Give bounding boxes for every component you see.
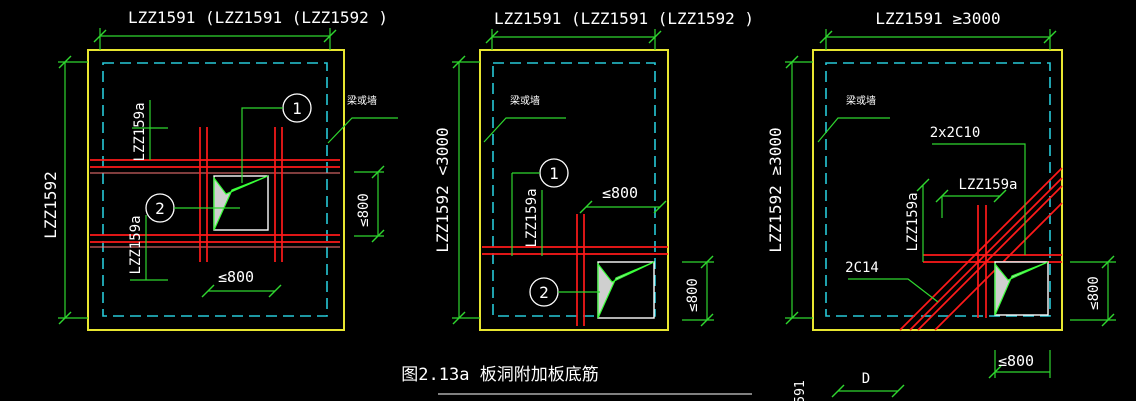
opening-corner-hatch	[213, 175, 269, 231]
top-dimension-label: LZZ1591 (LZZ1591 (LZZ1592 )	[128, 8, 388, 27]
support-dashed-line	[102, 62, 328, 317]
left-dimension-label: LZZ1592 <3000	[433, 127, 452, 252]
right-dimension-label: ≤800	[1086, 276, 1102, 310]
bar-label-bottom: LZZ159a	[128, 215, 144, 274]
reinforcement-label-2x2c10: 2x2C10	[930, 125, 981, 141]
edge-note: 梁或墙	[510, 94, 540, 107]
left-dimension-label: LZZ1592 ≥3000	[766, 127, 785, 252]
callout-2-number: 2	[155, 199, 165, 218]
bar-label-vertical: LZZ159a	[905, 192, 921, 251]
detail-a: LZZ1591 (LZZ1591 (LZZ1592 ) LZZ1592 LZZ1…	[41, 8, 398, 331]
edge-note: 梁或墙	[846, 94, 876, 107]
bottom-dimension-label: ≤800	[218, 268, 254, 286]
slab-outline	[87, 49, 345, 331]
reinforcement-label-2c14: 2C14	[845, 260, 879, 276]
stray-text-591: 591	[793, 380, 808, 401]
right-dimension-label: ≤800	[685, 278, 701, 312]
opening-width-label: ≤800	[602, 184, 638, 202]
bottom-dimension-label: ≤800	[998, 352, 1034, 370]
support-dashed-line	[492, 62, 656, 317]
bar-label: LZZ159a	[524, 188, 540, 247]
top-dimension-label: LZZ1591 (LZZ1591 (LZZ1592 )	[494, 9, 754, 28]
left-dimension-label: LZZ1592	[41, 171, 60, 238]
stray-text-d: D	[862, 371, 870, 387]
slab-outline	[479, 49, 669, 331]
right-dimension-label: ≤800	[356, 193, 372, 227]
callout-2-number: 2	[539, 283, 549, 302]
callout-1-number: 1	[292, 99, 302, 118]
callout-1-number: 1	[549, 164, 559, 183]
bar-label-top: LZZ159a	[132, 102, 148, 161]
bar-label-horizontal: LZZ159a	[958, 177, 1017, 193]
detail-b: LZZ1591 (LZZ1591 (LZZ1592 ) LZZ1592 <300…	[433, 9, 754, 331]
top-dimension-label: LZZ1591 ≥3000	[875, 9, 1000, 28]
edge-note: 梁或墙	[347, 94, 377, 107]
detail-c: LZZ1591 ≥3000 LZZ1592 ≥3000 LZZ159a LZZ1…	[766, 9, 1116, 379]
figure-caption: 图2.13a 板洞附加板底筋	[401, 365, 598, 385]
opening-corner-hatch	[597, 261, 655, 319]
slab-outline	[812, 49, 1063, 331]
opening-corner-hatch	[994, 261, 1049, 316]
